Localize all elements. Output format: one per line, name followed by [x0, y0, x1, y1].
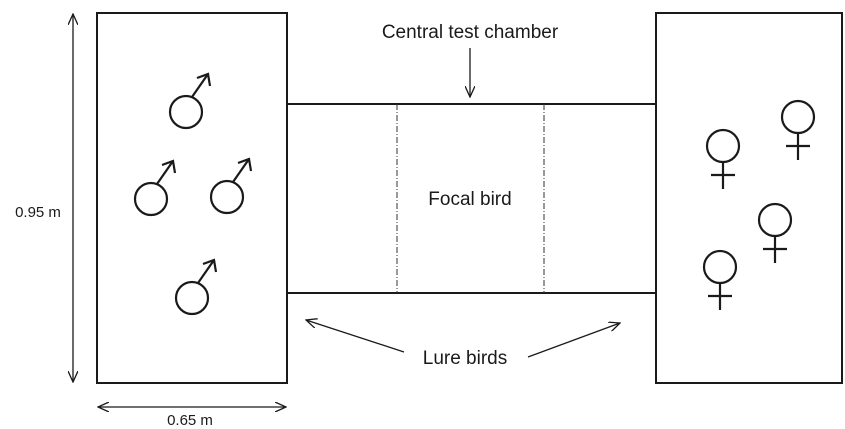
male-symbol-icon: [209, 157, 253, 215]
focal-bird-label: Focal bird: [428, 189, 511, 210]
lure-arrow-right: [527, 323, 620, 358]
lure-arrow-left: [306, 320, 405, 353]
lure-birds-label: Lure birds: [423, 348, 508, 369]
female-symbol-icon: [702, 249, 738, 312]
left-chamber: [96, 12, 288, 384]
central-chamber-label: Central test chamber: [382, 22, 559, 43]
width-dimension-label: 0.65 m: [167, 412, 213, 429]
male-symbol-icon: [168, 72, 212, 130]
height-dimension-label: 0.95 m: [15, 204, 61, 221]
female-symbol-icon: [757, 202, 793, 265]
female-symbol-icon: [780, 99, 816, 162]
female-symbol-icon: [705, 128, 741, 191]
right-chamber: [655, 12, 843, 384]
central-test-chamber: [287, 103, 656, 294]
male-symbol-icon: [174, 258, 218, 316]
male-symbol-icon: [133, 159, 177, 217]
